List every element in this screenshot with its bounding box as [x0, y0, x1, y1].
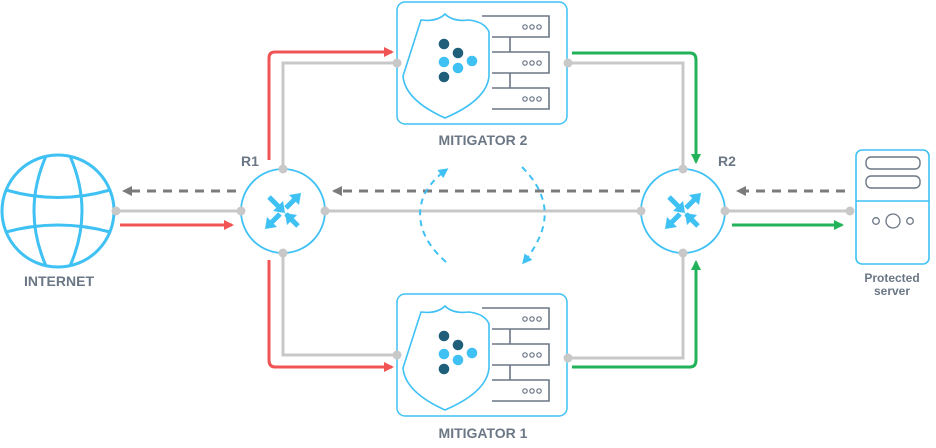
internet-label: INTERNET: [24, 273, 94, 289]
link-r1-mitigator2: [281, 61, 397, 168]
clean-flow: [572, 51, 844, 369]
attack-flow: [120, 47, 394, 372]
mitigator-1[interactable]: MITIGATOR 1: [396, 293, 568, 441]
port-dot: [278, 164, 288, 174]
internet-node[interactable]: INTERNET: [0, 153, 116, 289]
port-dot: [563, 58, 573, 68]
mitigator-1-label: MITIGATOR 1: [439, 425, 528, 441]
port-dot: [678, 164, 688, 174]
attack-arrow-r1-mitigator1: [267, 260, 394, 372]
server-icon: [855, 149, 930, 265]
link-mitigator2-r2: [568, 61, 685, 168]
failover-arrow-up: [419, 168, 449, 263]
clean-arrow-mitigator1-r2: [572, 260, 701, 369]
physical-links: [116, 61, 850, 360]
port-dot: [278, 248, 288, 258]
attack-arrow-r1-mitigator2: [267, 47, 394, 160]
port-dot: [392, 350, 402, 360]
link-r1-mitigator1: [281, 253, 397, 357]
failover-arrow-down: [521, 166, 546, 265]
port-dot: [111, 206, 121, 216]
server-label-line1: Protected: [864, 271, 919, 285]
clean-arrow-mitigator2-r2: [572, 51, 701, 164]
router-r2[interactable]: R2: [640, 153, 736, 254]
link-mitigator1-r2: [568, 253, 685, 360]
port-dot: [236, 206, 246, 216]
failover-cycle: [419, 166, 546, 265]
port-dot: [392, 58, 402, 68]
shield-server-icon: [396, 1, 568, 125]
port-dot: [636, 206, 646, 216]
port-dot: [720, 206, 730, 216]
r2-label: R2: [718, 153, 736, 169]
port-dot: [678, 248, 688, 258]
port-dot: [320, 206, 330, 216]
r1-label: R1: [241, 153, 259, 169]
mitigator-2[interactable]: MITIGATOR 2: [396, 1, 568, 148]
protected-server[interactable]: Protected server: [855, 149, 930, 298]
server-label-line2: server: [874, 284, 910, 298]
globe-icon: [0, 153, 116, 269]
port-dot: [845, 206, 855, 216]
port-dot: [563, 353, 573, 363]
mitigator-2-label: MITIGATOR 2: [439, 132, 528, 148]
port-dots: [111, 58, 855, 363]
shield-server-icon: [396, 293, 568, 417]
